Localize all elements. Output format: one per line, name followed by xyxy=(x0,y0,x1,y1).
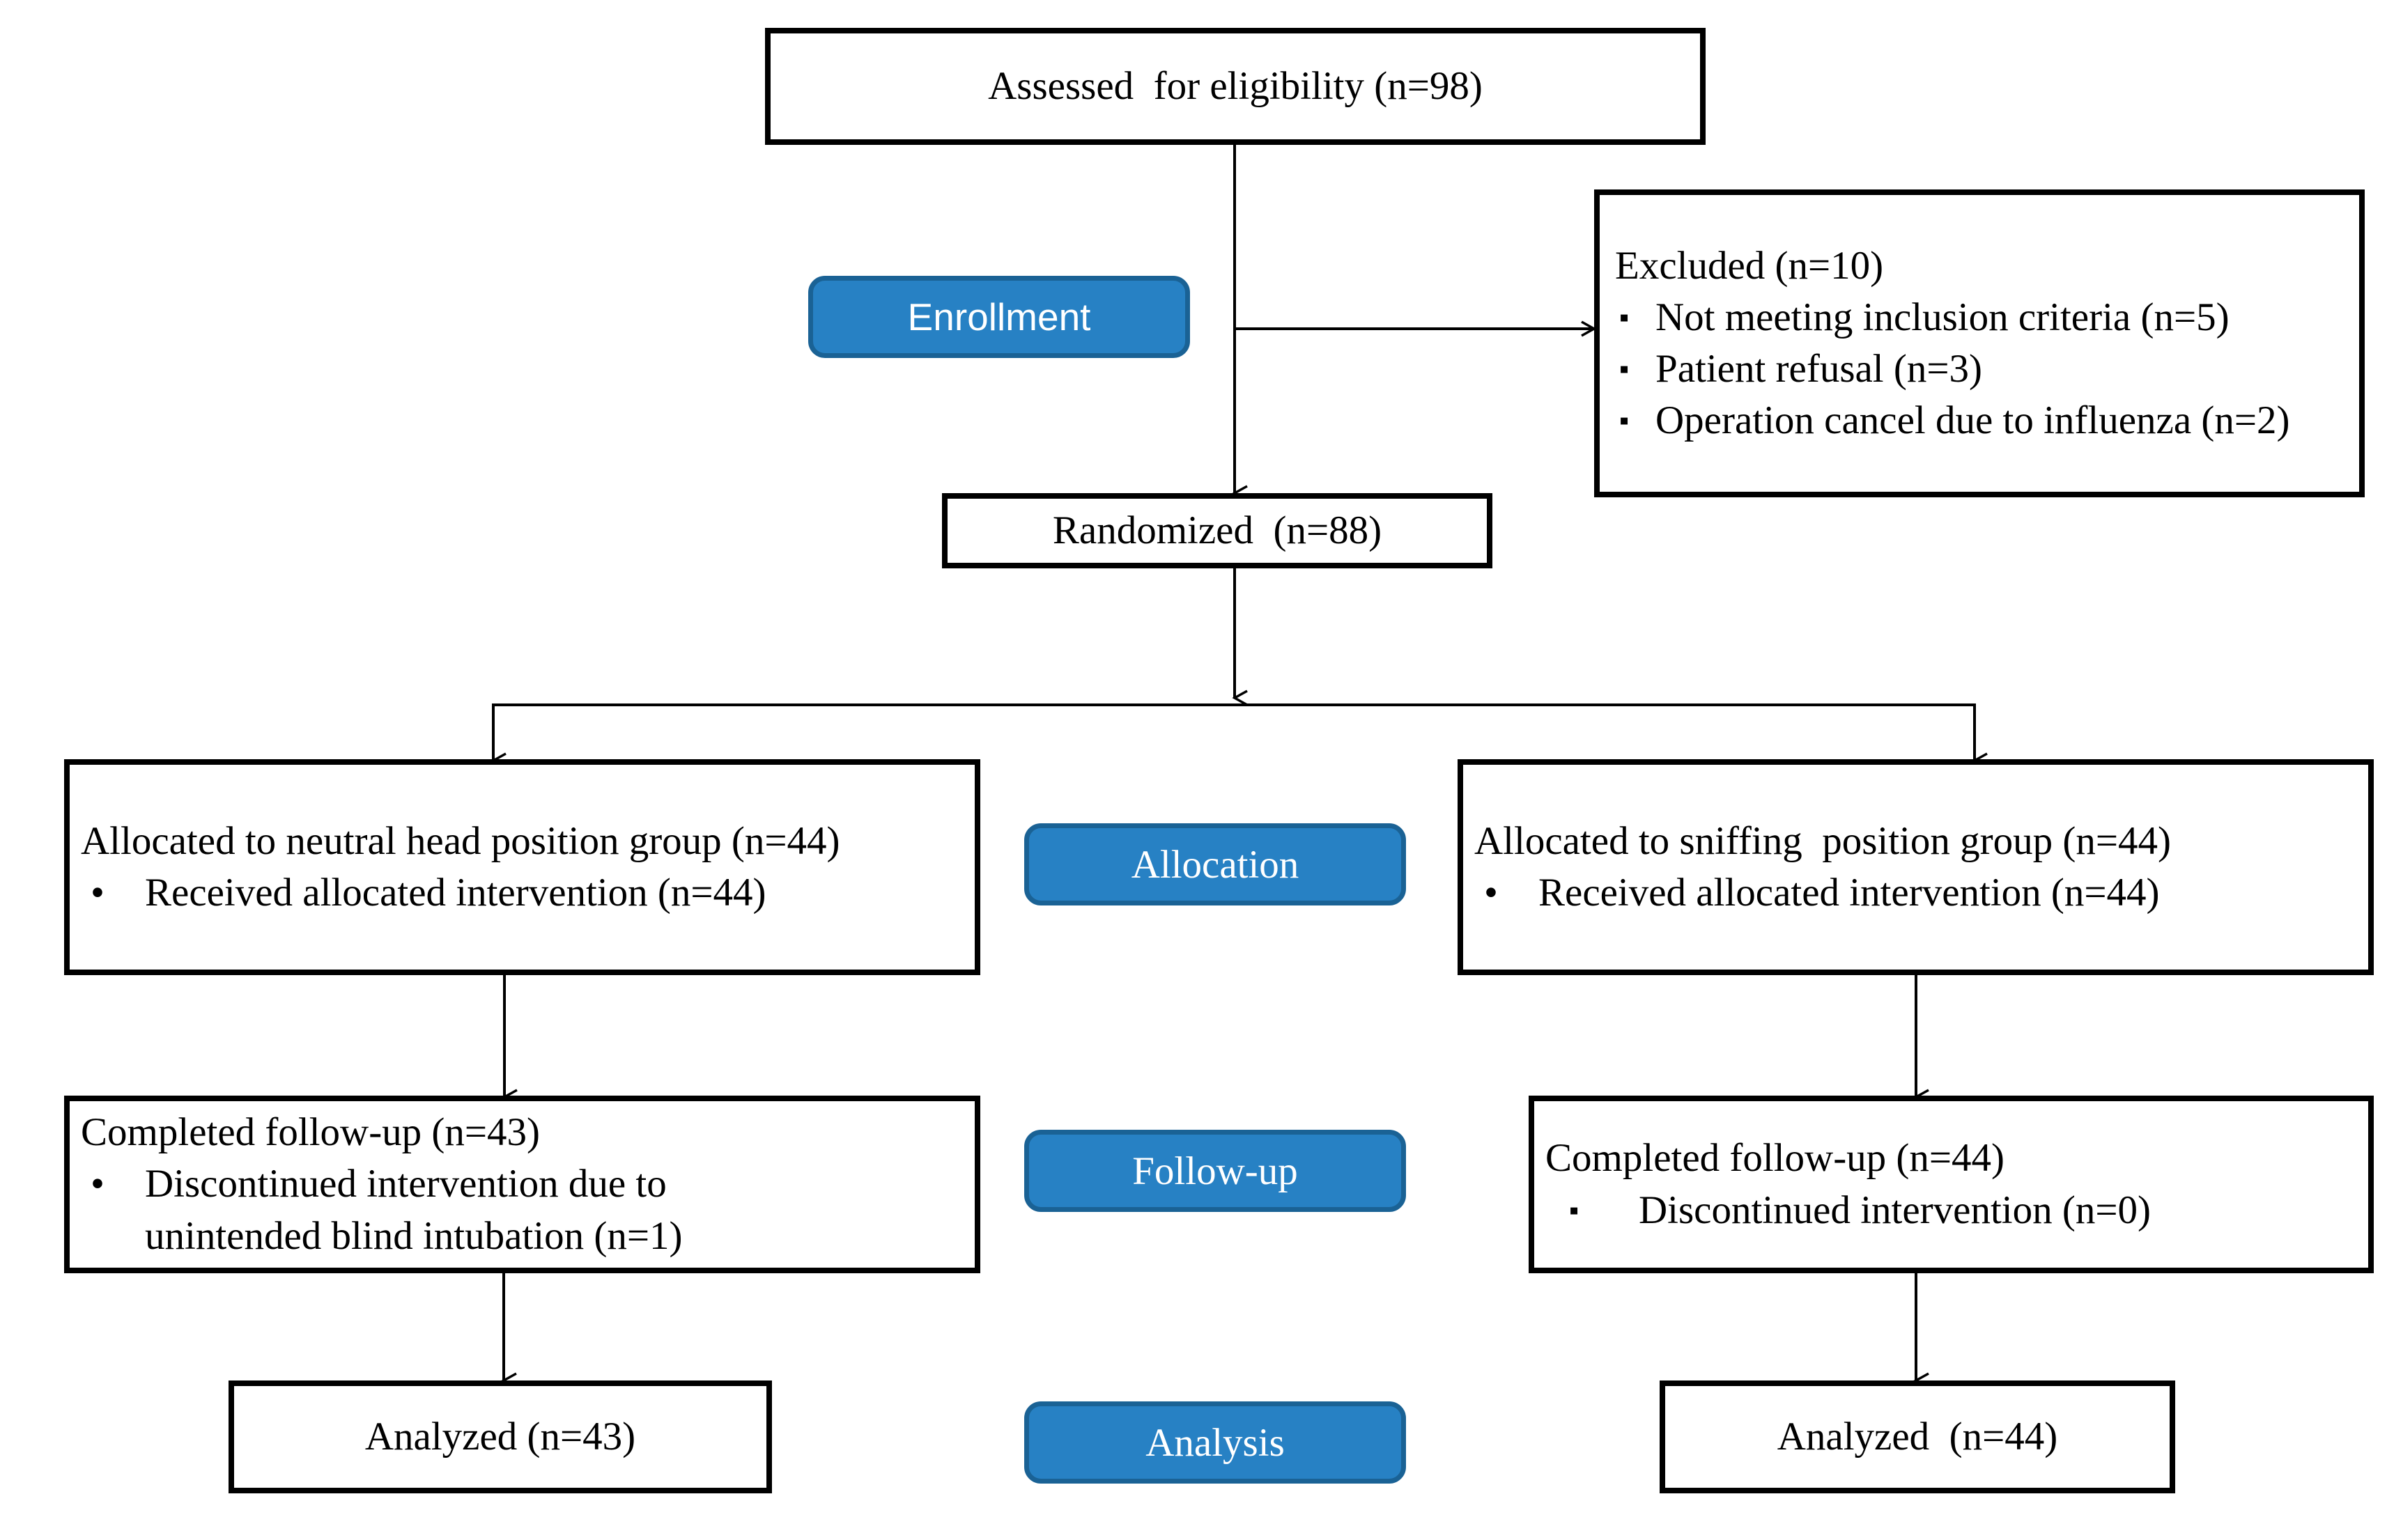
follow-right-item-label: Discontinued intervention (n=0) xyxy=(1639,1188,2151,1232)
node-assessed-for-eligibility: Assessed for eligibility (n=98) xyxy=(765,28,1706,145)
follow-left-item-label: Discontinued intervention due to uninten… xyxy=(145,1162,683,1258)
stage-label-followup-text: Follow-up xyxy=(1132,1149,1298,1193)
node-excluded: Excluded (n=10) ▪ Not meeting inclusion … xyxy=(1594,189,2365,497)
node-randomized: Randomized (n=88) xyxy=(942,493,1492,568)
follow-right-heading: Completed follow-up (n=44) xyxy=(1545,1136,2005,1181)
node-allocated-neutral-head-position: Allocated to neutral head position group… xyxy=(64,759,980,975)
follow-right-item: ▪ Discontinued intervention (n=0) xyxy=(1545,1185,2379,1236)
round-bullet-icon: • xyxy=(1484,871,1498,915)
excluded-item: ▪ Not meeting inclusion criteria (n=5) xyxy=(1615,292,2374,343)
stage-label-followup: Follow-up xyxy=(1024,1130,1406,1212)
node-followup-neutral-head-position: Completed follow-up (n=43) • Discontinue… xyxy=(64,1096,980,1273)
node-analyzed-sniffing-position: Analyzed (n=44) xyxy=(1660,1380,2175,1493)
analyzed-right-text: Analyzed (n=44) xyxy=(1777,1414,2058,1459)
excluded-item-label: Not meeting inclusion criteria (n=5) xyxy=(1655,295,2230,339)
excluded-item-label: Patient refusal (n=3) xyxy=(1655,347,1982,391)
assessed-text: Assessed for eligibility (n=98) xyxy=(988,63,1483,108)
randomized-text: Randomized (n=88) xyxy=(1052,508,1382,552)
alloc-right-item: • Received allocated intervention (n=44) xyxy=(1474,867,2379,919)
stage-label-analysis-text: Analysis xyxy=(1145,1420,1285,1465)
square-bullet-icon: ▪ xyxy=(1619,353,1630,384)
node-analyzed-neutral-head-position: Analyzed (n=43) xyxy=(229,1380,772,1493)
alloc-left-item: • Received allocated intervention (n=44) xyxy=(81,867,986,919)
alloc-left-item-label: Received allocated intervention (n=44) xyxy=(145,871,766,915)
follow-left-item: • Discontinued intervention due to unint… xyxy=(81,1158,986,1261)
excluded-heading: Excluded (n=10) xyxy=(1615,243,1884,288)
stage-label-analysis: Analysis xyxy=(1024,1401,1406,1484)
alloc-right-item-label: Received allocated intervention (n=44) xyxy=(1538,871,2160,915)
stage-label-allocation-text: Allocation xyxy=(1131,842,1299,887)
square-bullet-icon: ▪ xyxy=(1569,1194,1579,1226)
square-bullet-icon: ▪ xyxy=(1619,301,1630,333)
node-followup-sniffing-position: Completed follow-up (n=44) ▪ Discontinue… xyxy=(1529,1096,2374,1273)
node-allocated-sniffing-position: Allocated to sniffing position group (n=… xyxy=(1458,759,2374,975)
square-bullet-icon: ▪ xyxy=(1619,405,1630,437)
stage-label-enrollment: Enrollment xyxy=(808,276,1190,358)
stage-label-enrollment-text: Enrollment xyxy=(907,295,1091,339)
analyzed-left-text: Analyzed (n=43) xyxy=(364,1414,636,1459)
follow-left-heading: Completed follow-up (n=43) xyxy=(81,1110,541,1155)
round-bullet-icon: • xyxy=(91,871,105,915)
excluded-item: ▪ Operation cancel due to influenza (n=2… xyxy=(1615,395,2374,446)
round-bullet-icon: • xyxy=(91,1162,105,1206)
excluded-item-label: Operation cancel due to influenza (n=2) xyxy=(1655,398,2290,443)
excluded-item: ▪ Patient refusal (n=3) xyxy=(1615,343,2374,395)
alloc-left-heading: Allocated to neutral head position group… xyxy=(81,818,840,863)
alloc-right-heading: Allocated to sniffing position group (n=… xyxy=(1474,818,2171,863)
stage-label-allocation: Allocation xyxy=(1024,823,1406,905)
